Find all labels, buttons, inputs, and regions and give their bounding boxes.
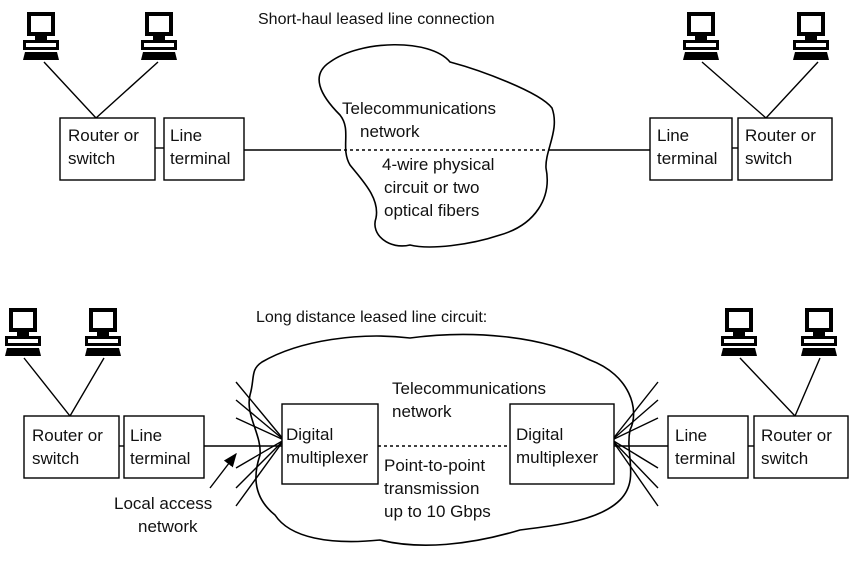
router-box-left-bottom bbox=[23, 415, 120, 479]
network-label-2: network bbox=[360, 122, 420, 141]
circuit-label-1: 4-wire physical bbox=[382, 155, 494, 174]
link-label-2: transmission bbox=[384, 479, 479, 498]
network-label-bottom-2: network bbox=[392, 402, 452, 421]
mux-box-left bbox=[281, 403, 379, 485]
telecom-network-cloud bbox=[318, 43, 556, 248]
router-label-right-bottom-2: switch bbox=[761, 449, 808, 468]
router-label-left-2: switch bbox=[68, 149, 115, 168]
short-haul-section: Short-haul leased line connection Router… bbox=[23, 11, 833, 248]
long-distance-title: Long distance leased line circuit: bbox=[256, 309, 487, 326]
mux-label-right-1: Digital bbox=[516, 425, 563, 444]
router-label-left-1: Router or bbox=[68, 126, 139, 145]
access-spokes-right bbox=[611, 381, 659, 507]
terminal-label-left-bottom-1: Line bbox=[130, 426, 162, 445]
desktop-computer-icon bbox=[801, 308, 837, 356]
router-label-left-bottom-2: switch bbox=[32, 449, 79, 468]
terminal-label-right-1: Line bbox=[657, 126, 689, 145]
network-label-bottom-1: Telecommunications bbox=[392, 379, 546, 398]
terminal-label-left-1: Line bbox=[170, 126, 202, 145]
router-box-right-bottom bbox=[753, 415, 849, 479]
access-arrow bbox=[209, 452, 237, 489]
terminal-box-left-bottom bbox=[123, 415, 205, 479]
terminal-label-right-bottom-2: terminal bbox=[675, 449, 735, 468]
access-label-1: Local access bbox=[114, 494, 212, 513]
router-label-right-2: switch bbox=[745, 149, 792, 168]
router-label-left-bottom-1: Router or bbox=[32, 426, 103, 445]
link-label-3: up to 10 Gbps bbox=[384, 502, 491, 521]
terminal-box-right bbox=[649, 117, 733, 181]
short-haul-title: Short-haul leased line connection bbox=[258, 11, 495, 28]
circuit-label-3: optical fibers bbox=[384, 201, 479, 220]
router-label-right-1: Router or bbox=[745, 126, 816, 145]
mux-label-left-1: Digital bbox=[286, 425, 333, 444]
computer-links-left-bottom bbox=[23, 357, 105, 418]
computer-links-right bbox=[701, 61, 819, 119]
telecom-network-cloud-bottom bbox=[248, 333, 635, 546]
terminal-box-left bbox=[163, 117, 245, 181]
computer-links-left bbox=[43, 61, 159, 119]
access-spokes-left bbox=[235, 381, 285, 507]
access-label-2: network bbox=[138, 517, 198, 536]
desktop-computer-icon bbox=[5, 308, 41, 356]
terminal-label-left-2: terminal bbox=[170, 149, 230, 168]
desktop-computer-icon bbox=[683, 12, 719, 60]
terminal-label-right-2: terminal bbox=[657, 149, 717, 168]
circuit-label-2: circuit or two bbox=[384, 178, 479, 197]
terminal-label-left-bottom-2: terminal bbox=[130, 449, 190, 468]
desktop-computer-icon bbox=[141, 12, 177, 60]
long-distance-section: Long distance leased line circuit: bbox=[5, 308, 849, 546]
link-label-1: Point-to-point bbox=[384, 456, 485, 475]
router-box-right bbox=[737, 117, 833, 181]
terminal-box-right-bottom bbox=[667, 415, 749, 479]
desktop-computer-icon bbox=[721, 308, 757, 356]
desktop-computer-icon bbox=[23, 12, 59, 60]
computer-links-right-bottom bbox=[739, 357, 821, 418]
mux-label-right-2: multiplexer bbox=[516, 448, 599, 467]
desktop-computer-icon bbox=[85, 308, 121, 356]
desktop-computer-icon bbox=[793, 12, 829, 60]
router-box-left bbox=[59, 117, 156, 181]
mux-box-right bbox=[509, 403, 615, 485]
mux-label-left-2: multiplexer bbox=[286, 448, 369, 467]
network-label-1: Telecommunications bbox=[342, 99, 496, 118]
terminal-label-right-bottom-1: Line bbox=[675, 426, 707, 445]
router-label-right-bottom-1: Router or bbox=[761, 426, 832, 445]
